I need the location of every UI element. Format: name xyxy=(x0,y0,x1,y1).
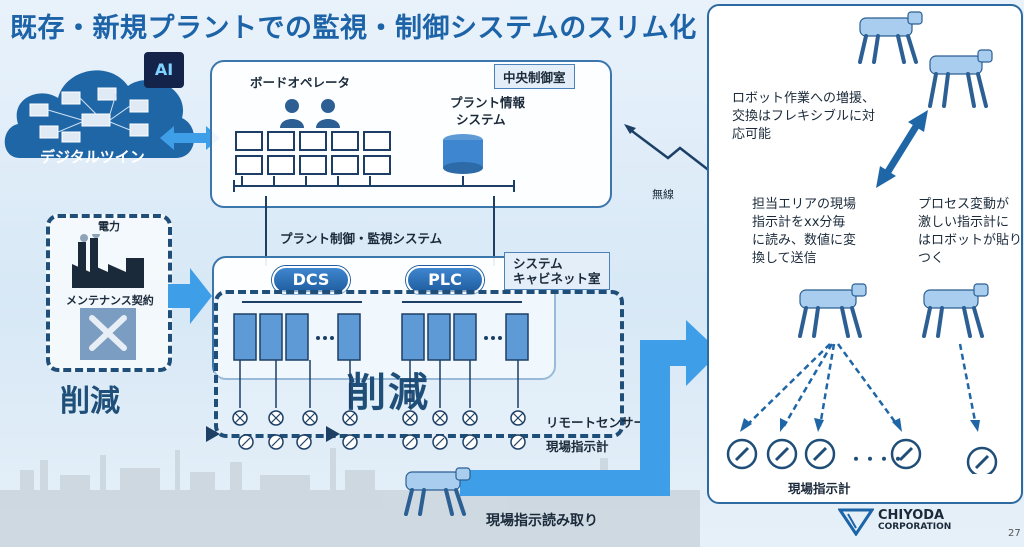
digital-twin-cloud xyxy=(4,70,195,158)
plant-info-line1: プラント情報 xyxy=(450,95,526,110)
robot-route-arrow xyxy=(460,320,720,496)
operator-icon xyxy=(280,99,340,128)
reading-dashed-arrows xyxy=(740,343,980,432)
note-left-line: に読み、数値に変 xyxy=(752,233,857,248)
power-label: 電力 xyxy=(98,220,120,233)
logo-name: CHIYODA xyxy=(878,508,945,523)
page-title: 既存・新規プラントでの監視・制御システムのスリム化 xyxy=(10,13,697,44)
plant-info-line2: システム xyxy=(456,112,506,127)
note-left-line: 指示計をxx分毎 xyxy=(752,215,846,230)
logo-wordmark: CHIYODA CORPORATION xyxy=(878,508,952,532)
factory-icon xyxy=(72,234,144,288)
field-reading-label: 現場指示読み取り xyxy=(486,513,598,529)
reduction-big-label: 削減 xyxy=(346,370,430,416)
left-reduction-label: 削減 xyxy=(60,384,120,419)
logo-sub: CORPORATION xyxy=(878,522,952,532)
ai-badge: AI xyxy=(144,52,184,88)
note-top-line: ロボット作業への増援、 xyxy=(732,91,876,106)
control-bus-line xyxy=(233,176,515,192)
digital-twin-label: デジタルツイン xyxy=(40,148,145,166)
field-instruments xyxy=(206,360,526,450)
cabinet-tag-line1: システム xyxy=(513,256,563,271)
board-operator-label: ボードオペレータ xyxy=(250,75,351,90)
note-right-line: つく xyxy=(918,251,945,266)
note-area-reading: 担当エリアの現場 指示計をxx分毎 に読み、数値に変 換して送信 xyxy=(752,196,856,268)
network-label: プラント制御・監視システム xyxy=(280,231,443,246)
diagonal-double-arrow-icon xyxy=(876,110,928,188)
robot-dog-pair-icon xyxy=(858,11,993,108)
note-right-line: プロセス変動が xyxy=(918,197,1010,212)
tools-icon xyxy=(80,308,136,360)
database-icon xyxy=(443,134,483,174)
panel-field-indicator-label: 現場指示計 xyxy=(788,481,851,496)
chiyoda-logo-icon xyxy=(838,508,874,536)
robot-dog-icon xyxy=(404,467,471,516)
note-right-line: はロボットが貼り xyxy=(918,233,1023,248)
note-process-change: プロセス変動が 激しい指示計に はロボットが貼り つく xyxy=(918,196,1022,268)
note-top-line: 応可能 xyxy=(732,127,772,142)
plant-info-label: プラント情報 システム xyxy=(450,94,525,128)
robot-dog-icon xyxy=(922,283,989,338)
maintenance-label: メンテナンス契約 xyxy=(66,294,154,307)
cabinet-room-tag: システム キャビネット室 xyxy=(504,252,610,290)
field-indicator-label: 現場指示計 xyxy=(546,439,609,454)
cabinet-tag-line2: キャビネット室 xyxy=(513,271,601,286)
note-flexible: ロボット作業への増援、 交換はフレキシブルに対 応可能 xyxy=(732,90,875,144)
right-arrow-icon xyxy=(168,268,212,324)
remote-sensor-label: リモートセンサー xyxy=(546,415,647,430)
wireless-label: 無線 xyxy=(652,188,674,201)
monitor-wall-icon xyxy=(235,131,391,175)
cabinet-racks-icon xyxy=(233,301,529,361)
control-room-tag: 中央制御室 xyxy=(494,64,575,89)
note-left-line: 換して送信 xyxy=(752,251,817,266)
field-gauges-icon xyxy=(726,438,998,474)
note-left-line: 担当エリアの現場 xyxy=(752,197,857,212)
note-right-line: 激しい指示計に xyxy=(918,215,1010,230)
dots-label: ・・・・ xyxy=(848,450,906,469)
page-number: 27 xyxy=(1008,528,1021,539)
network-links xyxy=(265,196,495,266)
robot-dog-icon xyxy=(798,283,867,338)
note-top-line: 交換はフレキシブルに対 xyxy=(732,109,876,124)
double-arrow-icon xyxy=(160,126,220,150)
